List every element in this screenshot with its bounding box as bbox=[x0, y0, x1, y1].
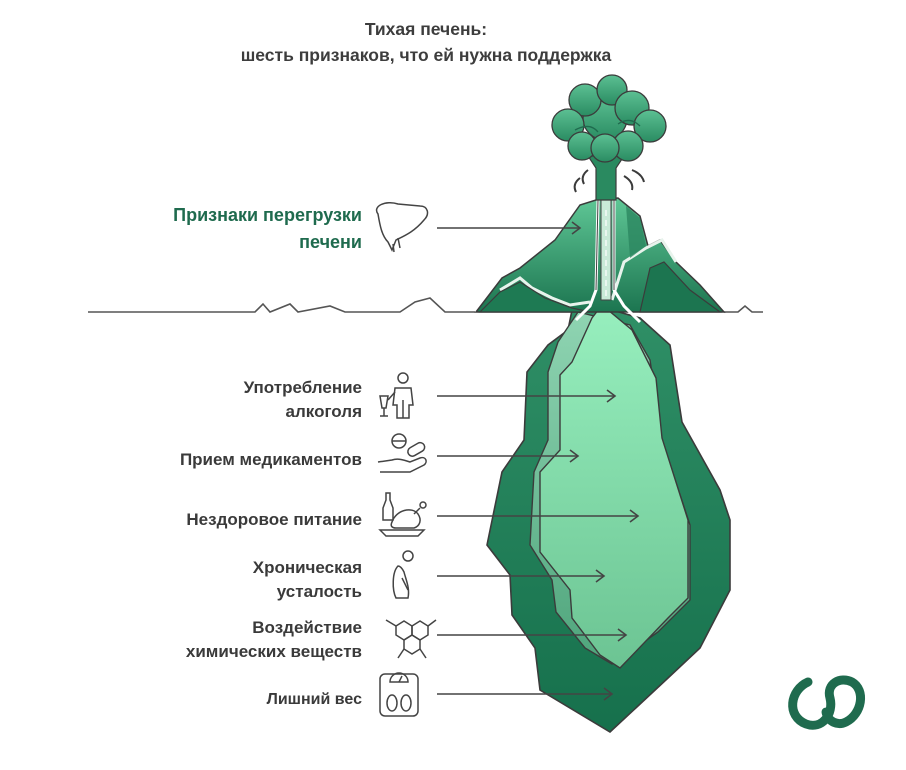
volcano-ridge-right bbox=[610, 238, 678, 301]
page-title: Тихая печень: шесть признаков, что ей ну… bbox=[0, 16, 852, 68]
volcano-lower-right bbox=[639, 261, 722, 313]
liver-icon bbox=[375, 202, 429, 253]
cause-chemicals-label: Воздействие химических веществ bbox=[186, 616, 362, 664]
overload-signs-label: Признаки перегрузки печени bbox=[173, 202, 362, 256]
fast-food-icon bbox=[378, 492, 427, 537]
cause-overweight-label: Лишний вес bbox=[267, 688, 362, 712]
person-with-glass-icon bbox=[379, 372, 414, 419]
cause-overweight-line-1: Лишний вес bbox=[266, 691, 362, 708]
tired-person-icon bbox=[392, 550, 414, 599]
cause-unhealthy-food-label: Нездоровое питание bbox=[186, 508, 362, 532]
chemical-molecule-icon bbox=[385, 619, 437, 659]
cause-chemicals-line-2: химических веществ bbox=[185, 642, 362, 661]
cause-fatigue-label: Хроническая усталость bbox=[253, 556, 362, 604]
cause-fatigue-line-2: усталость bbox=[276, 582, 362, 601]
bathroom-scale-icon bbox=[379, 672, 419, 717]
title-line-1: Тихая печень: bbox=[364, 19, 488, 39]
cause-alcohol-label: Употребление алкоголя bbox=[244, 376, 362, 424]
cause-fatigue-line-1: Хроническая bbox=[252, 558, 362, 577]
overload-signs-line-2: печени bbox=[299, 232, 362, 252]
cause-unhealthy-food-line-1: Нездоровое питание bbox=[186, 510, 362, 529]
cause-medication-label: Прием медикаментов bbox=[180, 448, 362, 472]
smoke-cloud bbox=[551, 74, 667, 163]
waterline-right bbox=[724, 304, 763, 313]
volcano-ridge-left bbox=[499, 276, 591, 307]
volcano-shade-right bbox=[626, 206, 646, 258]
waterline bbox=[88, 297, 475, 313]
brand-logo-icon bbox=[788, 675, 865, 730]
connector-arrows bbox=[437, 221, 640, 701]
overload-signs-line-1: Признаки перегрузки bbox=[173, 205, 362, 225]
pills-in-hand-icon bbox=[377, 433, 427, 473]
cause-chemicals-line-1: Воздействие bbox=[252, 618, 362, 637]
cause-alcohol-line-1: Употребление bbox=[243, 378, 362, 397]
volcano-lower-left bbox=[478, 281, 591, 313]
title-line-2: шесть признаков, что ей нужна поддержка bbox=[240, 45, 612, 65]
cause-alcohol-line-2: алкоголя bbox=[285, 402, 362, 421]
eruption-splash bbox=[573, 169, 645, 193]
cause-medication-line-1: Прием медикаментов bbox=[179, 450, 362, 469]
